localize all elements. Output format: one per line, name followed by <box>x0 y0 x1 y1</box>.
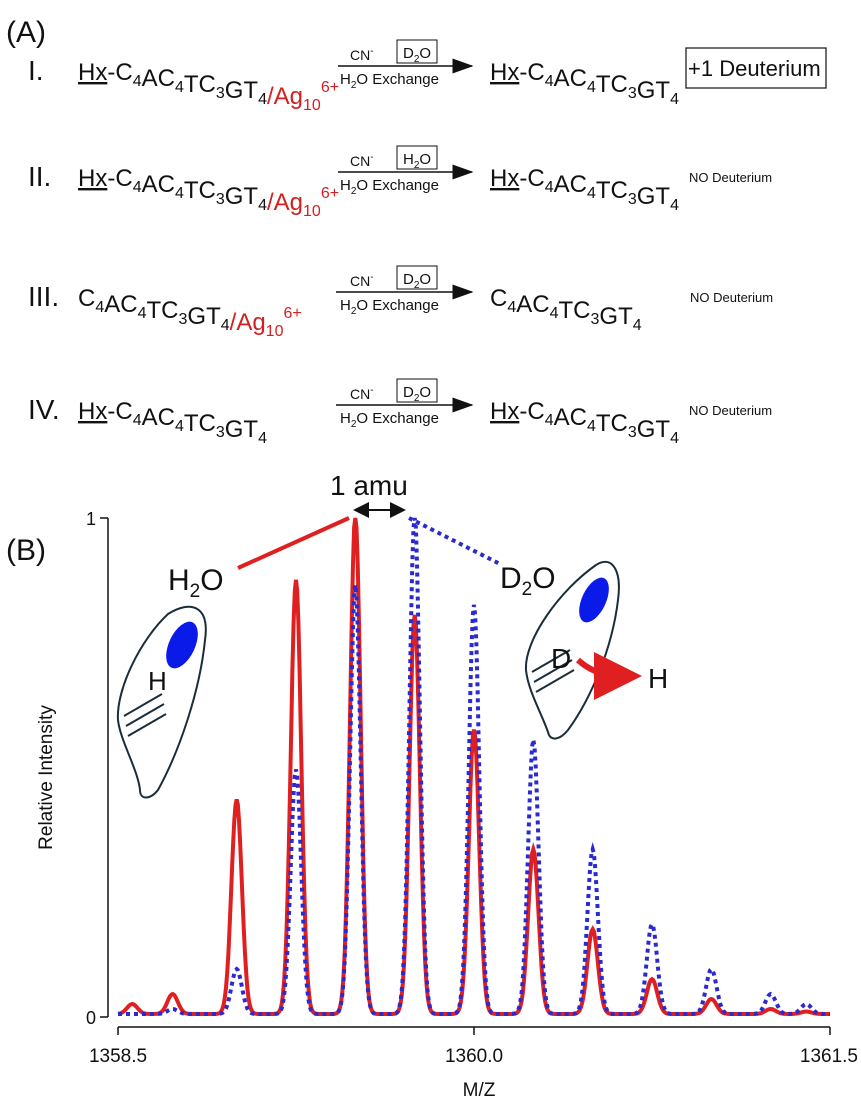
row-numeral: II. <box>28 161 51 192</box>
solvent-label: D2O <box>403 271 431 291</box>
reagent-label: CN- <box>350 46 374 63</box>
amu-label: 1 amu <box>330 470 408 501</box>
reactant-formula: Hx-C4AC4TC3GT4/Ag106+ <box>78 59 339 114</box>
reaction-scheme: I. Hx-C4AC4TC3GT4/Ag106+ CN- D2O H2O Exchang… <box>28 39 827 447</box>
h2o-connector <box>237 516 350 570</box>
reagent-label: CN- <box>350 272 374 289</box>
right-probe-atom: D <box>551 643 571 674</box>
reactant-formula: C4AC4TC3GT4/Ag106+ <box>78 285 302 340</box>
reaction-row: I. Hx-C4AC4TC3GT4/Ag106+ CN- D2O H2O Exchang… <box>28 39 827 114</box>
exchange-label: H2O Exchange <box>340 177 439 197</box>
reagent-label: CN- <box>350 152 374 169</box>
result-label: +1 Deuterium <box>688 56 821 81</box>
solvent-box <box>396 39 438 64</box>
solvent-box <box>396 145 438 170</box>
exchange-label: H2O Exchange <box>340 410 439 430</box>
series-d2o-line <box>118 517 830 1016</box>
y-tick-label: 1 <box>86 509 96 529</box>
h2o-label: H2O <box>168 564 224 602</box>
x-tick-label: 1360.0 <box>445 1046 503 1067</box>
left-probe-atom: H <box>148 666 167 696</box>
row-numeral: IV. <box>28 394 60 425</box>
row-numeral: III. <box>28 281 59 312</box>
result-box <box>685 47 827 89</box>
right-probe-dot <box>579 577 609 623</box>
exchange-label: H2O Exchange <box>340 71 439 91</box>
reaction-row: III. C4AC4TC3GT4/Ag106+ CN- D2O H2O Exchange… <box>28 265 773 340</box>
d2o-connector <box>408 516 501 566</box>
solvent-label: D2O <box>403 384 431 404</box>
reaction-row: IV. Hx-C4AC4TC3GT4 CN- D2O H2O Exchange Hx-C4… <box>28 378 772 447</box>
solvent-box <box>396 378 438 403</box>
y-axis-label: Relative Intensity <box>36 705 57 850</box>
left-probe-dot <box>166 621 198 669</box>
x-axis-label: M/Z <box>463 1080 496 1101</box>
result-label: NO Deuterium <box>689 403 772 418</box>
series-h2o-line <box>117 517 830 1016</box>
product-formula: Hx-C4AC4TC3GT4 <box>490 59 679 108</box>
exchanged-atom: H <box>648 663 668 694</box>
d2o-label: D2O <box>500 562 556 600</box>
x-tick-label: 1358.5 <box>89 1046 147 1067</box>
panel-a-label: (A) <box>6 16 46 49</box>
solvent-box <box>396 265 438 290</box>
panel-b-label: (B) <box>6 534 46 567</box>
reactant-formula: Hx-C4AC4TC3GT4 <box>78 398 267 447</box>
product-formula: Hx-C4AC4TC3GT4 <box>490 398 679 447</box>
exchange-label: H2O Exchange <box>340 297 439 317</box>
product-formula: Hx-C4AC4TC3GT4 <box>490 165 679 214</box>
x-tick-label: 1361.5 <box>800 1046 858 1067</box>
reactant-formula: Hx-C4AC4TC3GT4/Ag106+ <box>78 165 339 220</box>
product-formula: C4AC4TC3GT4 <box>490 285 642 334</box>
exchange-arrow <box>576 651 642 700</box>
reaction-row: II. Hx-C4AC4TC3GT4/Ag106+ CN- H2O H2O Exchan… <box>28 145 772 220</box>
result-label: NO Deuterium <box>690 290 773 305</box>
solvent-label: H2O <box>403 151 431 171</box>
right-probe-cartoon: D H <box>524 560 668 740</box>
reagent-label: CN- <box>350 385 374 402</box>
row-numeral: I. <box>28 55 44 86</box>
result-label: NO Deuterium <box>689 170 772 185</box>
y-tick-label: 0 <box>86 1008 96 1028</box>
left-probe-cartoon: H <box>116 605 207 799</box>
solvent-label: D2O <box>403 45 431 65</box>
